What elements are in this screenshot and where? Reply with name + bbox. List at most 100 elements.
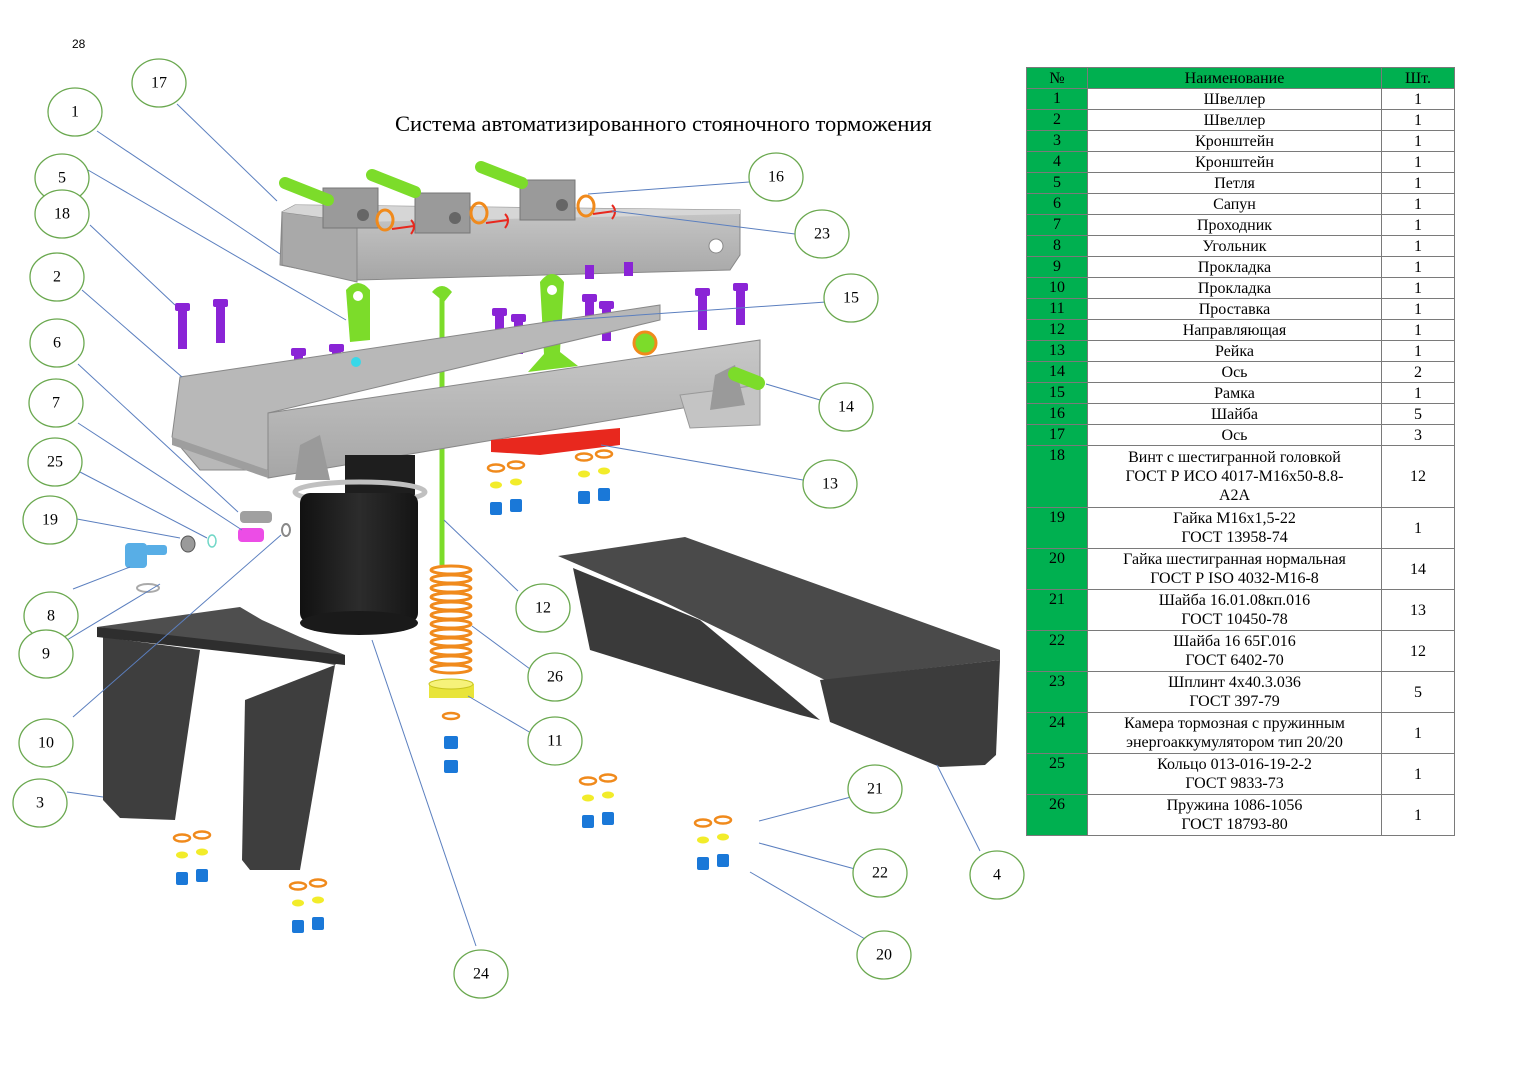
- flat-washer: [486, 463, 506, 473]
- row-quantity: 12: [1381, 630, 1455, 672]
- lower-channel-part-2: [171, 304, 761, 480]
- svg-text:2: 2: [53, 269, 61, 286]
- breather-part-6: [240, 511, 272, 523]
- spring-coil: [429, 654, 473, 666]
- page-number: 28: [72, 37, 86, 51]
- diagram-title: Система автоматизированного стояночного …: [395, 111, 932, 136]
- row-number: 6: [1026, 193, 1088, 215]
- svg-text:24: 24: [473, 966, 489, 983]
- row-name-line: Гайка М16х1,5-22: [1173, 510, 1296, 527]
- header-number: №: [1026, 67, 1088, 89]
- washers-part-16: [375, 194, 596, 232]
- row-name: Прокладка: [1087, 256, 1382, 278]
- svg-text:20: 20: [876, 947, 892, 964]
- hex-nut: [312, 917, 324, 930]
- row-quantity: 1: [1381, 151, 1455, 173]
- svg-text:3: 3: [36, 795, 44, 812]
- flat-washer: [506, 460, 526, 470]
- hex-nut: [717, 854, 729, 867]
- row-name-line: Шплинт 4х40.3.036: [1168, 674, 1301, 691]
- elbow-part-8: [125, 543, 167, 568]
- svg-text:5: 5: [58, 170, 66, 187]
- spring-washer: [196, 848, 208, 856]
- nut-part-19: [180, 535, 196, 553]
- row-number: 9: [1026, 256, 1088, 278]
- spring-washer: [490, 481, 502, 489]
- row-number: 10: [1026, 277, 1088, 299]
- callout-23: 23: [794, 209, 850, 259]
- hex-nut: [582, 815, 594, 828]
- callout-4: 4: [969, 850, 1025, 900]
- spring-washer: [510, 478, 522, 486]
- row-number: 11: [1026, 298, 1088, 320]
- row-number: 18: [1026, 445, 1088, 508]
- flat-washer: [713, 815, 733, 825]
- svg-text:12: 12: [535, 600, 551, 617]
- row-number: 7: [1026, 214, 1088, 236]
- row-number: 23: [1026, 671, 1088, 713]
- row-number: 13: [1026, 340, 1088, 362]
- flat-washer: [192, 830, 212, 840]
- callout-24: 24: [453, 949, 509, 999]
- leader-lines: [66, 103, 981, 947]
- row-name: Проходник: [1087, 214, 1382, 236]
- callout-18: 18: [34, 189, 90, 239]
- svg-text:1: 1: [71, 104, 79, 121]
- row-name: Швеллер: [1087, 88, 1382, 110]
- row-name-line: Камера тормозная с пружинным: [1124, 715, 1345, 732]
- flat-washer: [574, 452, 594, 462]
- row-name: Рамка: [1087, 382, 1382, 404]
- row-quantity: 1: [1381, 794, 1455, 836]
- callout-14: 14: [818, 382, 874, 432]
- row-quantity: 1: [1381, 256, 1455, 278]
- callout-11: 11: [527, 716, 583, 766]
- callout-19: 19: [22, 495, 78, 545]
- row-quantity: 1: [1381, 193, 1455, 215]
- row-quantity: 5: [1381, 671, 1455, 713]
- row-number: 16: [1026, 403, 1088, 425]
- row-quantity: 12: [1381, 445, 1455, 508]
- spring-washer: [602, 791, 614, 799]
- row-quantity: 1: [1381, 298, 1455, 320]
- callout-20: 20: [856, 930, 912, 980]
- hex-nut: [444, 760, 458, 773]
- hex-nut: [176, 872, 188, 885]
- row-quantity: 5: [1381, 403, 1455, 425]
- hex-nut: [444, 736, 458, 749]
- callout-21: 21: [847, 764, 903, 814]
- flat-washer: [578, 776, 598, 786]
- row-quantity: 1: [1381, 753, 1455, 795]
- row-quantity: 14: [1381, 548, 1455, 590]
- svg-text:7: 7: [52, 395, 60, 412]
- svg-text:8: 8: [47, 608, 55, 625]
- svg-text:23: 23: [814, 226, 830, 243]
- row-quantity: 1: [1381, 277, 1455, 299]
- header-quantity: Шт.: [1381, 67, 1455, 89]
- spring-washer: [582, 794, 594, 802]
- spring-coil: [429, 609, 473, 621]
- spring-washer: [176, 851, 188, 859]
- spring-coil: [429, 645, 473, 657]
- row-number: 15: [1026, 382, 1088, 404]
- hex-nut: [490, 502, 502, 515]
- spring-washer: [717, 833, 729, 841]
- row-quantity: 2: [1381, 361, 1455, 383]
- row-quantity: 1: [1381, 319, 1455, 341]
- flat-washer: [441, 711, 461, 721]
- callout-17: 17: [131, 58, 187, 108]
- svg-text:13: 13: [822, 476, 838, 493]
